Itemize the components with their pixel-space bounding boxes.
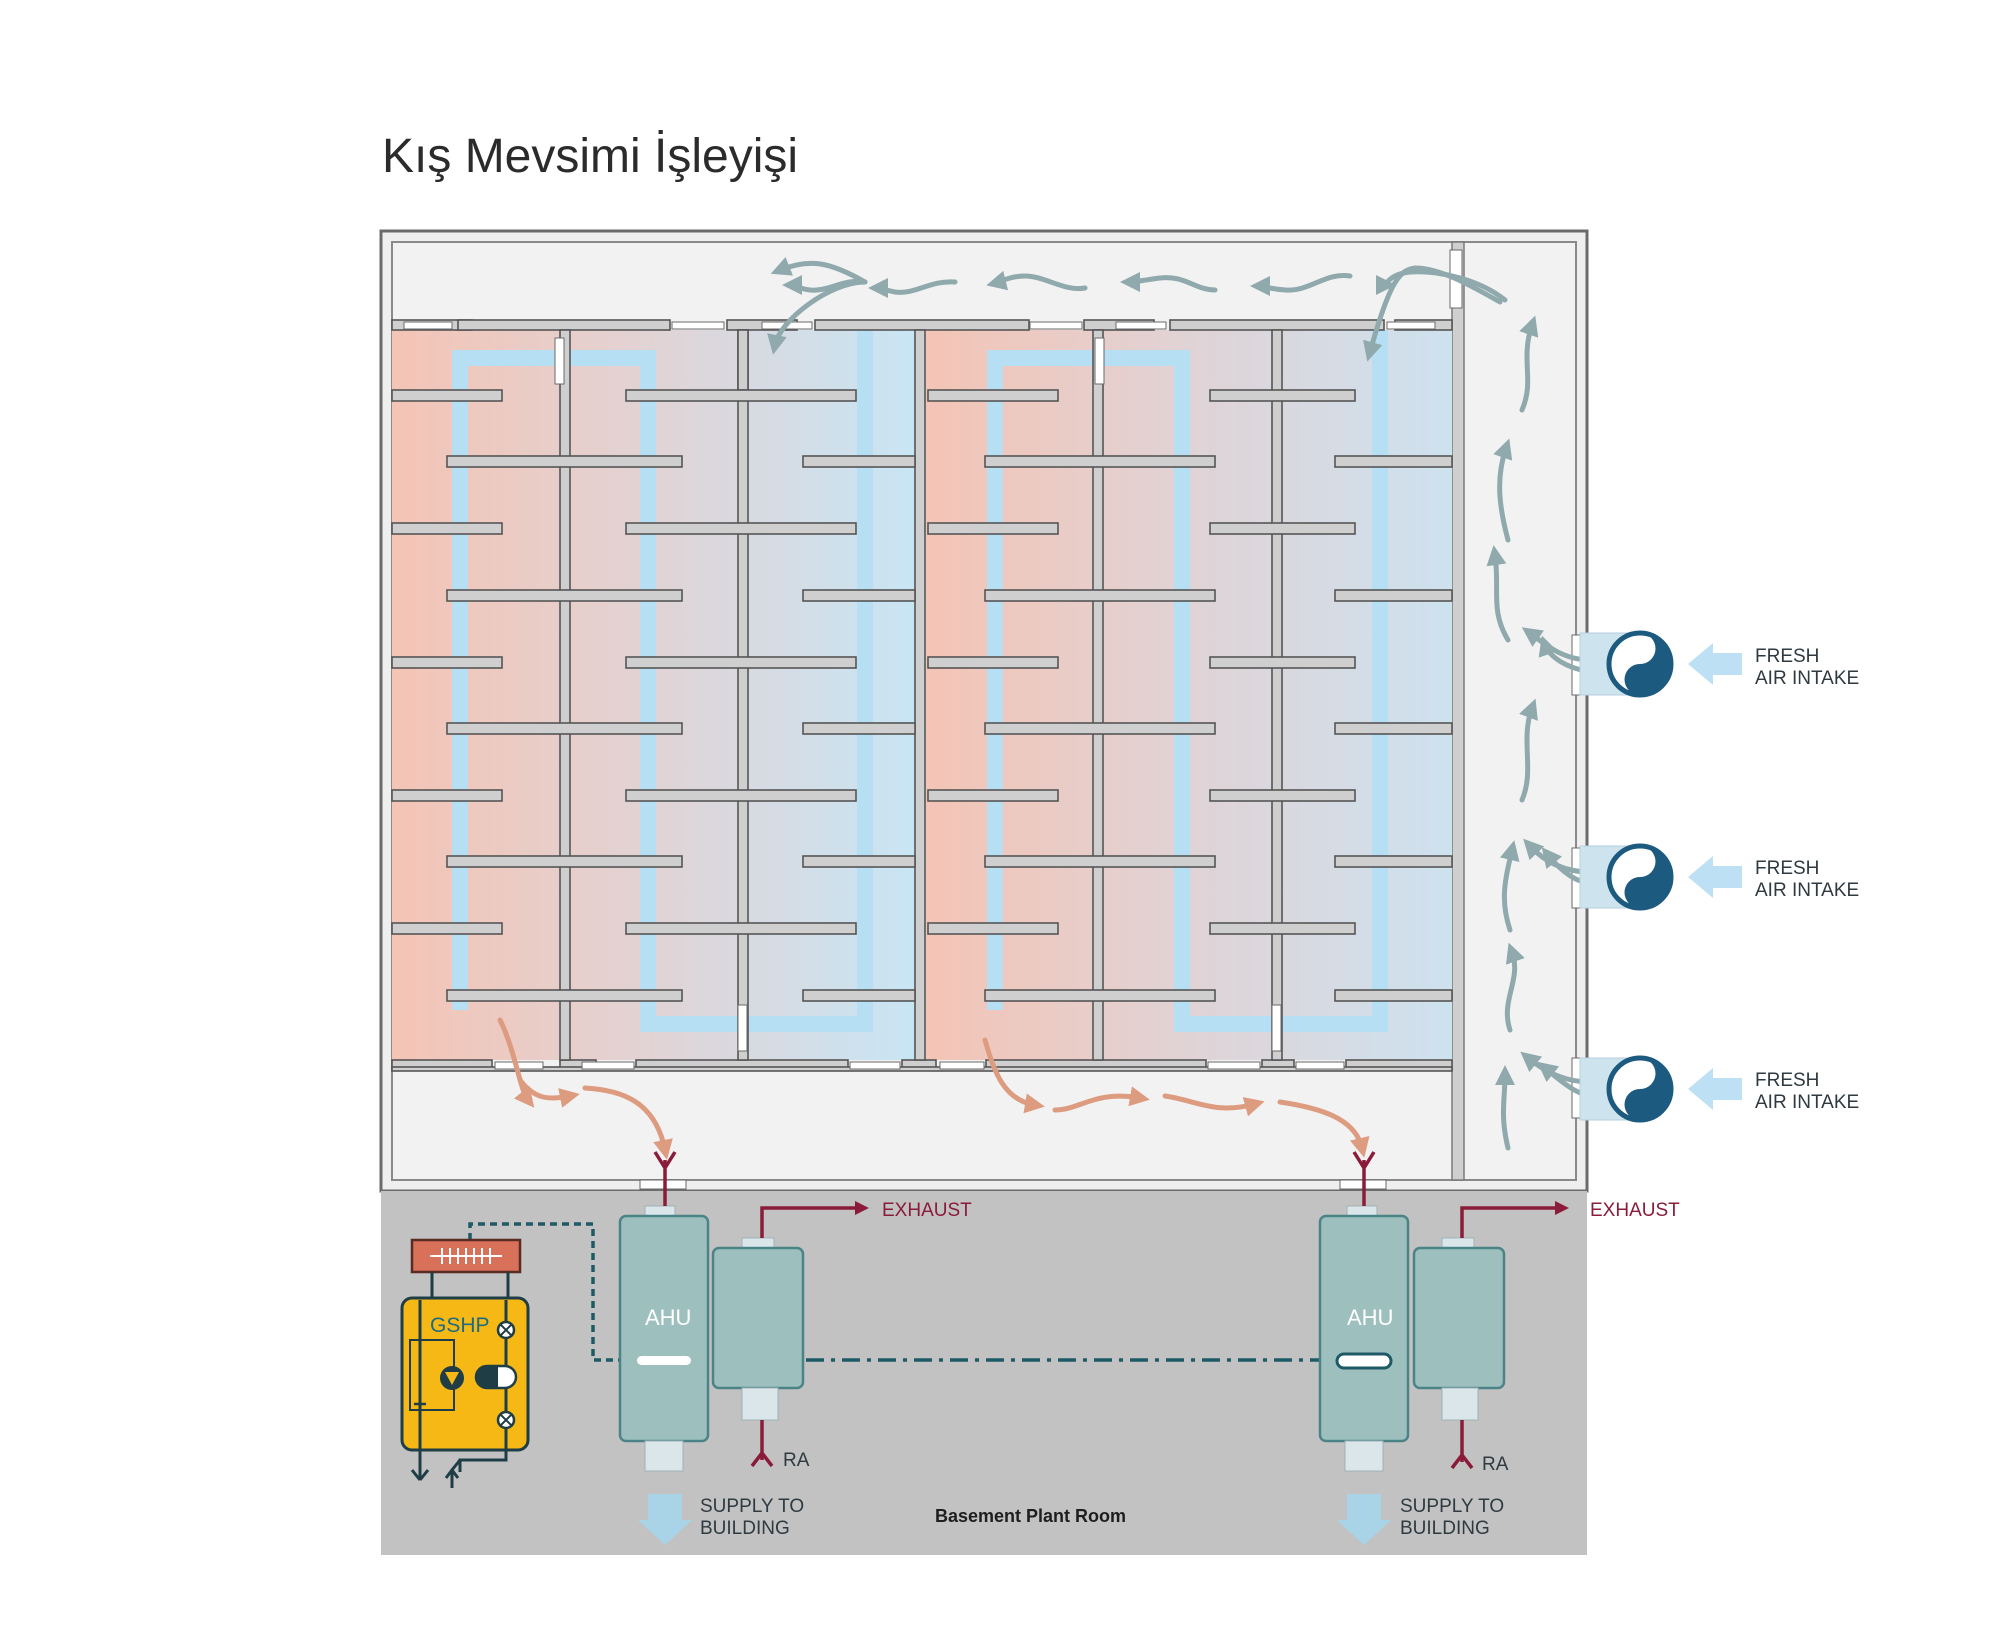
intake-sublabel-2: AIR INTAKE (1755, 880, 1859, 901)
partition (1334, 589, 1453, 602)
partition (1209, 922, 1356, 935)
intake-unit-2: FRESH AIR INTAKE (1579, 843, 1859, 911)
partition (446, 722, 683, 735)
partition (391, 389, 503, 402)
exhaust-air-flow (497, 1017, 1370, 1160)
structural-column (1271, 329, 1283, 1061)
partition (927, 522, 1059, 535)
partition (446, 989, 683, 1002)
floor-slabs (391, 319, 1453, 1072)
intake-label-1: FRESH (1755, 646, 1819, 667)
plant-room-label: Basement Plant Room (935, 1506, 1126, 1526)
partition (391, 656, 503, 669)
ahu-label-1: AHU (645, 1305, 691, 1330)
intake-arrow-icon (1688, 1068, 1742, 1110)
partition (1334, 855, 1453, 868)
exhaust-arrow-icon (1460, 1201, 1569, 1238)
return-air-flow (767, 257, 1508, 362)
supply-label-2: SUPPLY TO (1400, 1496, 1504, 1517)
supply-arrow-icon (638, 1494, 692, 1545)
intake-sublabel-3: AIR INTAKE (1755, 1092, 1859, 1113)
exhaust-label-1: EXHAUST (882, 1200, 972, 1221)
structural-column (914, 329, 926, 1061)
partition (1209, 656, 1356, 669)
page-title: Kış Mevsimi İşleyişi (382, 130, 798, 183)
partition (446, 455, 683, 468)
partition (927, 789, 1059, 802)
supply-sublabel-1: BUILDING (700, 1518, 790, 1539)
partition (802, 589, 916, 602)
partition (625, 922, 857, 935)
partition (1209, 789, 1356, 802)
partition (802, 989, 916, 1002)
partition (625, 522, 857, 535)
ahu-unit-2: AHU SUPPLY TO BUILDING EXHAUST RA (1318, 1151, 1680, 1545)
gshp-unit: GSHP (400, 1238, 530, 1488)
partition (1334, 989, 1453, 1002)
ra-label-2: RA (1482, 1454, 1509, 1475)
partition (625, 789, 857, 802)
partition (802, 722, 916, 735)
intake-label-2: FRESH (1755, 858, 1819, 879)
structural-column (737, 329, 749, 391)
gshp-label: GSHP (430, 1314, 490, 1337)
exhaust-arrow-icon (760, 1201, 869, 1238)
intake-arrow-icon (1688, 856, 1742, 898)
partition (927, 389, 1059, 402)
partition (802, 455, 916, 468)
structural-column (1092, 329, 1104, 1061)
intake-sublabel-1: AIR INTAKE (1755, 668, 1859, 689)
partition (984, 455, 1216, 468)
ahu-unit-1: AHU SUPPLY TO BUILDING EXHAUST RA (618, 1151, 972, 1545)
partition (446, 855, 683, 868)
structural-column (737, 329, 749, 1061)
partition (927, 922, 1059, 935)
partition (625, 389, 857, 402)
supply-sublabel-2: BUILDING (1400, 1518, 1490, 1539)
partition (1334, 722, 1453, 735)
partition (984, 722, 1216, 735)
structural-column (559, 329, 571, 1061)
heat-exchanger-icon (1335, 1352, 1393, 1370)
intake-unit-3: FRESH AIR INTAKE (1579, 1055, 1859, 1123)
exhaust-label-2: EXHAUST (1590, 1200, 1680, 1221)
ahu-label-2: AHU (1347, 1305, 1393, 1330)
heat-exchanger-icon (637, 1356, 691, 1365)
partition (984, 855, 1216, 868)
partition (625, 656, 857, 669)
supply-label-1: SUPPLY TO (700, 1496, 804, 1517)
intake-unit-1: FRESH AIR INTAKE (1579, 630, 1859, 698)
partition (446, 589, 683, 602)
ra-label-1: RA (783, 1450, 810, 1471)
partition (391, 789, 503, 802)
partition (802, 855, 916, 868)
partition (391, 922, 503, 935)
partition (391, 522, 503, 535)
fresh-air-intakes: FRESH AIR INTAKE FRESH AIR INTAKE FRESH … (1579, 630, 1859, 1123)
intake-arrow-icon (1688, 643, 1742, 685)
partition (1209, 389, 1356, 402)
intake-label-3: FRESH (1755, 1070, 1819, 1091)
supply-arrow-icon (1337, 1494, 1391, 1545)
partition (1334, 455, 1453, 468)
partition (927, 656, 1059, 669)
partition (984, 589, 1216, 602)
partition (984, 989, 1216, 1002)
basement-plant-room: AHU SUPPLY TO BUILDING EXHAUST RA AHU SU… (381, 1151, 1680, 1555)
partition (1209, 522, 1356, 535)
